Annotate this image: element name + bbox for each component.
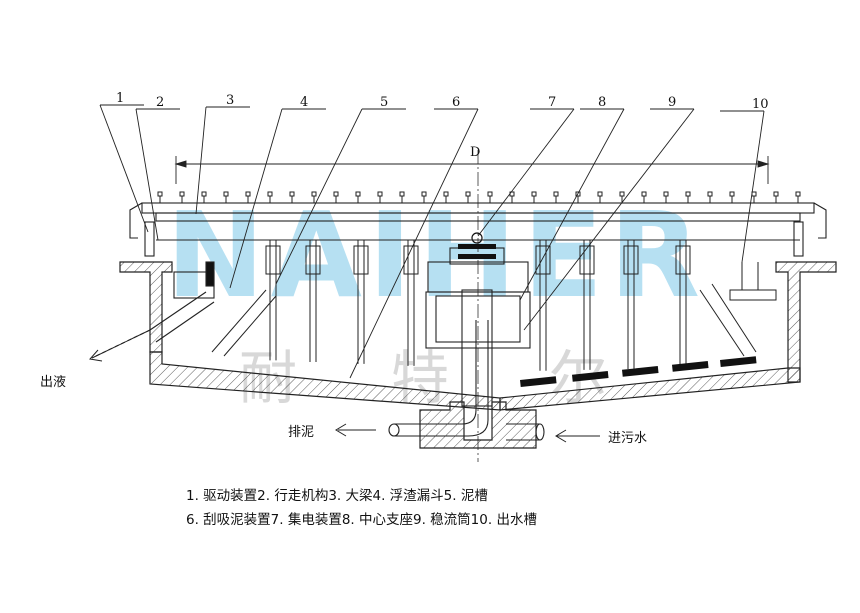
scraper-blades	[520, 356, 757, 387]
railing-post-cap	[399, 191, 405, 197]
leader-line	[741, 110, 765, 263]
railing-post-cap	[685, 191, 691, 197]
outlet-label: 出液	[40, 375, 66, 390]
part-number-9: 9	[668, 95, 676, 110]
part-number-10: 10	[752, 97, 769, 112]
railing-post-cap	[663, 191, 669, 197]
suction-valve	[353, 245, 369, 275]
leader-line	[99, 104, 149, 233]
railing-post-cap	[795, 191, 801, 197]
railing-post-cap	[311, 191, 317, 197]
suction-valve	[403, 245, 419, 275]
railing-post-cap	[333, 191, 339, 197]
part-number-4: 4	[300, 95, 308, 110]
scraper-blade	[671, 361, 709, 372]
railing-post-cap	[355, 191, 361, 197]
railing-post-cap	[245, 191, 251, 197]
scraper-blade	[720, 356, 757, 367]
railing-post-cap	[377, 191, 383, 197]
flow-arrows	[89, 329, 600, 443]
part-number-5: 5	[380, 95, 388, 110]
dimension-d	[174, 156, 770, 184]
scraper-struts	[211, 283, 757, 357]
railing-post-cap	[201, 191, 207, 197]
railing-post-cap	[641, 191, 647, 197]
railing-post-cap	[421, 191, 427, 197]
part-numbers: 1 2 3 4 5 6 7 8 9 10	[116, 91, 769, 112]
railing-post-cap	[487, 191, 493, 197]
railing-post-cap	[729, 191, 735, 197]
railing-post-cap	[443, 191, 449, 197]
railing-post-cap	[707, 191, 713, 197]
scraper-blade	[622, 366, 659, 377]
railing-post-cap	[223, 191, 229, 197]
suction-valve	[535, 245, 551, 275]
inlet-pipe	[506, 423, 545, 441]
leader-line	[519, 108, 625, 301]
sludge-label: 排泥	[288, 425, 314, 440]
part-number-2: 2	[156, 95, 164, 110]
leader-line	[229, 108, 283, 289]
railing-post-cap	[267, 191, 273, 197]
suction-valve	[579, 245, 595, 275]
railing-post-cap	[465, 191, 471, 197]
legend-line-1: 1. 驱动装置2. 行走机构3. 大梁4. 浮渣漏斗5. 泥槽	[186, 488, 488, 504]
suction-pipes	[265, 240, 691, 371]
suction-valve	[675, 245, 691, 275]
scraper-blade	[572, 371, 609, 382]
leader-line	[477, 108, 575, 237]
railing-post-cap	[575, 191, 581, 197]
collector-stripes	[458, 232, 496, 259]
railing-post-cap	[619, 191, 625, 197]
part-number-1: 1	[116, 91, 124, 106]
leader-line	[523, 108, 695, 331]
leader-line	[349, 108, 479, 379]
inlet-label: 进污水	[608, 431, 647, 446]
railing-post-cap	[773, 191, 779, 197]
left-channel	[173, 261, 215, 299]
outlet-trough	[729, 262, 777, 301]
legend-line-2: 6. 刮吸泥装置7. 集电装置8. 中心支座9. 稳流筒10. 出水槽	[186, 512, 537, 528]
leader-line	[275, 108, 363, 285]
part-number-8: 8	[598, 95, 606, 110]
watermark: NAIHER 耐 特 尔	[166, 186, 706, 412]
suction-valve	[265, 245, 281, 275]
railing-post-cap	[179, 191, 185, 197]
railing-post-cap	[597, 191, 603, 197]
sludge-pipe	[388, 320, 489, 437]
bridge-beam	[129, 202, 827, 257]
railing-post-cap	[751, 191, 757, 197]
scraper-blade	[520, 376, 557, 387]
railing-post-cap	[553, 191, 559, 197]
suction-valve	[623, 245, 639, 275]
railing-post-cap	[531, 191, 537, 197]
leader-line	[195, 106, 207, 215]
railing-post-cap	[157, 191, 163, 197]
part-leaders	[99, 104, 765, 379]
tank-structure	[119, 261, 837, 449]
watermark-latin: NAIHER	[166, 186, 706, 324]
part-number-6: 6	[452, 95, 460, 110]
dimension-label: D	[470, 145, 480, 160]
leader-line	[135, 108, 159, 241]
railing-posts	[157, 191, 801, 203]
part-number-3: 3	[226, 93, 234, 108]
part-number-7: 7	[548, 95, 556, 110]
central-support	[425, 247, 531, 407]
railing-post-cap	[289, 191, 295, 197]
suction-valve	[305, 245, 321, 275]
